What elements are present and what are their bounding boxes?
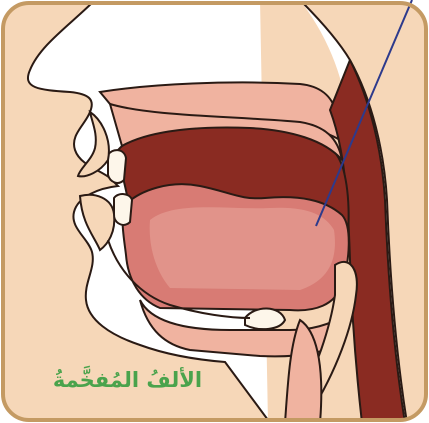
- tongue-highlight: [150, 207, 335, 290]
- upper-teeth: [108, 150, 126, 183]
- caption-label: الألفُ المُفخَّمةُ: [30, 368, 225, 392]
- lower-teeth: [114, 194, 132, 225]
- hyoid: [245, 308, 285, 329]
